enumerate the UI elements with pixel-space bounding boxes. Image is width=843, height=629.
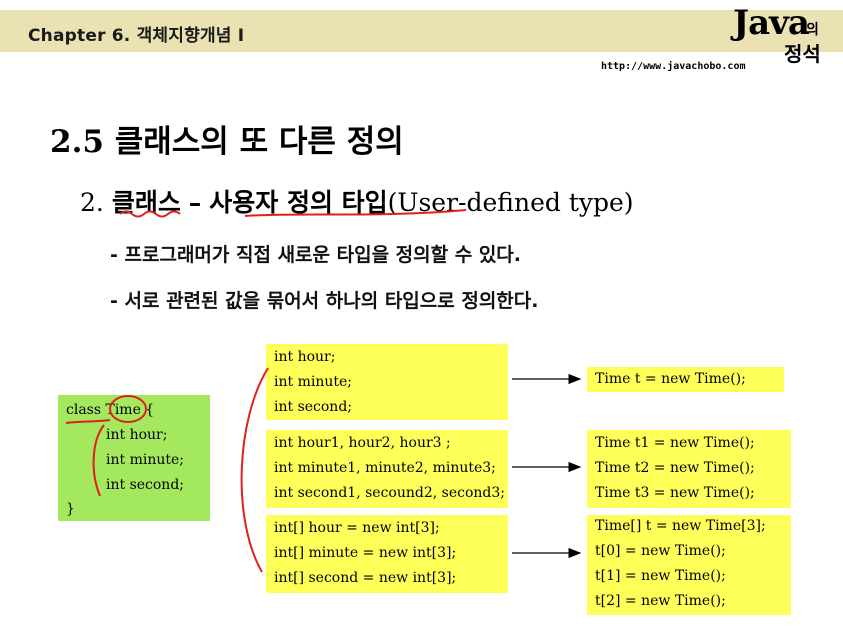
code-line: int minute; [106, 452, 184, 468]
code-line: Time[] t = new Time[3]; [595, 518, 766, 534]
subtitle-english: (User-defined type) [387, 188, 634, 217]
code-line: int[] minute = new int[3]; [274, 545, 457, 561]
code-line: class Time { [66, 402, 155, 418]
single-object-box: Time t = new Time(); [587, 367, 784, 392]
array-variables-box: int[] hour = new int[3]; int[] minute = … [266, 515, 508, 593]
code-line: t[1] = new Time(); [595, 568, 726, 584]
slide-title: 2.5 클래스의 또 다른 정의 [50, 124, 404, 160]
code-line: int minute1, minute2, minute3; [274, 460, 496, 476]
multiple-objects-box: Time t1 = new Time(); Time t2 = new Time… [587, 430, 791, 508]
code-line: int[] hour = new int[3]; [274, 520, 440, 536]
header-band [0, 10, 843, 52]
red-bracket-annotation [240, 367, 269, 573]
subtitle-class-word: 클래스 [111, 188, 181, 217]
code-line: Time t1 = new Time(); [595, 435, 755, 451]
slide-header: Chapter 6. 객체지향개념 I Java 의 정석 http://www… [0, 0, 843, 78]
code-line: t[0] = new Time(); [595, 543, 726, 559]
slide-subtitle: 2. 클래스 – 사용자 정의 타입(User-defined type) [80, 183, 634, 219]
bullet-item: - 서로 관련된 값을 묶어서 하나의 타입으로 정의한다. [110, 290, 539, 312]
variables-box: int hour; int minute; int second; [266, 344, 508, 420]
site-url: http://www.javachobo.com [601, 61, 746, 72]
class-time-box: class Time { int hour; int minute; int s… [58, 395, 210, 521]
chapter-title: Chapter 6. 객체지향개념 I [28, 26, 245, 46]
logo-jeongseok-text: 정석 [784, 42, 821, 66]
code-line: int second; [106, 477, 185, 493]
logo-ui-text: 의 [806, 22, 819, 38]
multiple-variables-box: int hour1, hour2, hour3 ; int minute1, m… [266, 430, 508, 508]
code-line: int[] second = new int[3]; [274, 570, 457, 586]
code-line: int minute; [274, 374, 352, 390]
subtitle-user-defined-type: 사용자 정의 타입 [209, 188, 388, 217]
bullet-item: - 프로그래머가 직접 새로운 타입을 정의할 수 있다. [110, 244, 522, 266]
subtitle-number: 2. [80, 188, 104, 217]
code-line: t[2] = new Time(); [595, 593, 726, 609]
code-line: int second1, secound2, second3; [274, 485, 505, 501]
code-line: Time t2 = new Time(); [595, 460, 755, 476]
code-line: Time t = new Time(); [595, 371, 746, 387]
code-line: int second; [274, 399, 353, 415]
code-line: } [66, 501, 75, 517]
code-line: int hour; [106, 427, 168, 443]
object-array-box: Time[] t = new Time[3]; t[0] = new Time(… [587, 515, 791, 615]
code-line: int hour; [274, 349, 336, 365]
code-line: int hour1, hour2, hour3 ; [274, 435, 451, 451]
code-line: Time t3 = new Time(); [595, 485, 755, 501]
subtitle-dash: – [188, 188, 202, 217]
logo-java-text: Java [733, 3, 810, 43]
